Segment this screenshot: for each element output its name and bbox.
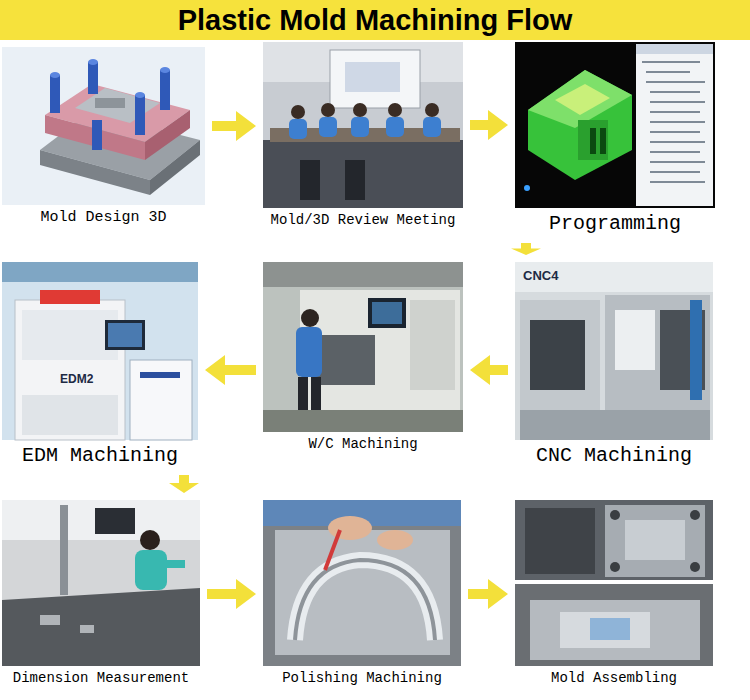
- step-caption: Mold Design 3D: [2, 209, 205, 227]
- polishing-photo: [263, 500, 461, 666]
- diagram-title: Plastic Mold Machining Flow: [0, 2, 750, 38]
- step-caption: W/C Machining: [263, 436, 463, 453]
- process-step: Mold Assembling: [515, 500, 713, 687]
- photo-frame: [515, 42, 715, 208]
- step-caption: Dimension Measurement: [2, 670, 200, 687]
- machine-label: EDM2: [58, 372, 95, 386]
- step-caption: EDM Machining: [2, 444, 198, 468]
- mold-design-photo: [2, 47, 205, 205]
- process-step: Programming: [515, 42, 715, 236]
- machine-label: CNC4: [521, 268, 560, 283]
- flow-arrow: [511, 243, 541, 255]
- flow-arrow: [468, 579, 508, 609]
- process-step: Mold/3D Review Meeting: [263, 42, 463, 229]
- process-step: Dimension Measurement: [2, 500, 200, 687]
- photo-frame: [515, 500, 713, 666]
- flow-arrow: [207, 579, 256, 609]
- photo-frame: [263, 42, 463, 208]
- step-caption: Polishing Machining: [263, 670, 461, 687]
- flow-arrow: [205, 355, 256, 385]
- process-step: EDM Machining: [2, 262, 198, 468]
- photo-frame: [263, 262, 463, 432]
- process-step: Polishing Machining: [263, 500, 461, 687]
- meeting-photo: [263, 42, 463, 208]
- cnc-photo: [515, 262, 713, 440]
- assembling-photo: [515, 500, 713, 666]
- measurement-photo: [2, 500, 200, 666]
- flow-arrow: [470, 355, 508, 385]
- photo-frame: [263, 500, 461, 666]
- wire-cut-photo: [263, 262, 463, 432]
- photo-frame: [2, 500, 200, 666]
- photo-frame: [515, 262, 713, 440]
- photo-frame: [2, 262, 198, 440]
- step-caption: Programming: [515, 212, 715, 236]
- flow-arrow: [169, 475, 199, 493]
- process-step: CNC Machining: [515, 262, 713, 468]
- process-step: W/C Machining: [263, 262, 463, 453]
- flow-arrow: [212, 111, 256, 141]
- step-caption: Mold Assembling: [515, 670, 713, 687]
- flow-arrow: [470, 110, 508, 140]
- step-caption: CNC Machining: [515, 444, 713, 468]
- programming-photo: [515, 42, 715, 208]
- photo-frame: [2, 47, 205, 205]
- step-caption: Mold/3D Review Meeting: [263, 212, 463, 229]
- edm-photo: [2, 262, 198, 440]
- process-step: Mold Design 3D: [2, 47, 205, 227]
